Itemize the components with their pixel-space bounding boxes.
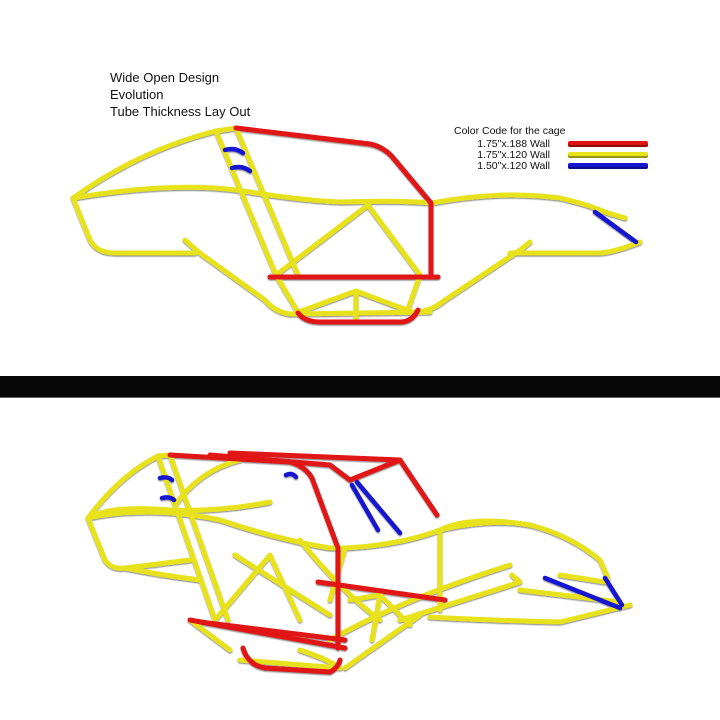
title-line-3: Tube Thickness Lay Out [110,104,251,119]
divider-bar [0,376,720,398]
legend-label: 1.50"x.120 Wall [477,159,550,172]
perspective-view-cage-drawing [85,450,633,675]
legend-label: 1.75"x.188 Wall [477,137,550,150]
side-view-panel: Wide Open Design Evolution Tube Thicknes… [70,69,664,325]
title-line-2: Evolution [110,87,164,102]
legend-swatch-blue [568,162,648,169]
legend-swatch-red [568,140,648,147]
legend-item-red: 1.75"x.188 Wall [454,137,664,150]
drawing-title: Wide Open Design Evolution Tube Thicknes… [110,69,250,120]
legend-swatch-yellow [568,151,648,158]
title-line-1: Wide Open Design [110,70,220,85]
legend-label: 1.75"x.120 Wall [477,148,550,161]
side-view-cage-drawing [70,125,643,325]
color-code-legend: Color Code for the cage 1.75"x.188 Wall … [454,125,664,172]
legend-title: Color Code for the cage [454,125,566,137]
legend-item-blue: 1.50"x.120 Wall [454,159,664,172]
legend-item-yellow: 1.75"x.120 Wall [454,148,664,161]
perspective-view-panel [0,398,720,720]
